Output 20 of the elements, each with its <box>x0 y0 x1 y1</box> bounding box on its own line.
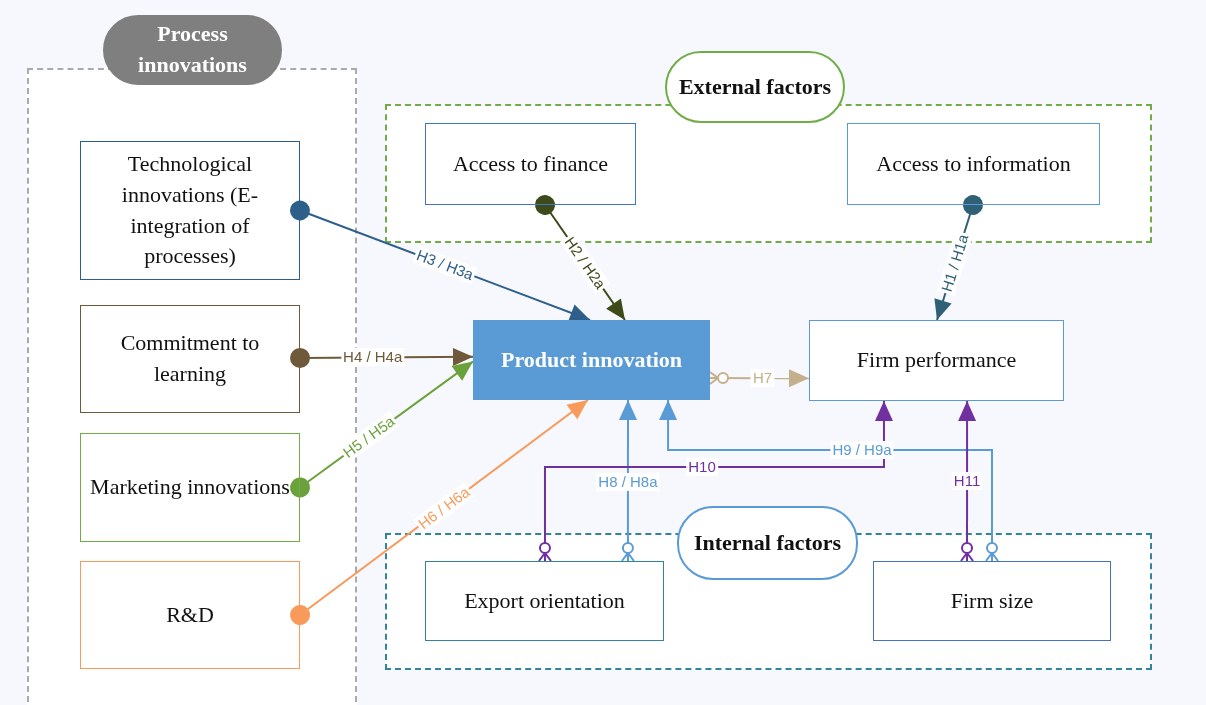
factor-box: Commitment to learning <box>80 305 300 413</box>
edge-label: H10 <box>686 458 718 476</box>
edge-label: H8 / H8a <box>596 473 660 492</box>
factor-box: Export orientation <box>425 561 664 641</box>
factor-box: Marketing innovations <box>80 433 300 542</box>
edge-label: H9 / H9a <box>830 441 894 459</box>
factor-box: Access to information <box>847 123 1100 205</box>
edge-label: H3 / H3a <box>412 245 478 285</box>
factor-box: Firm performance <box>809 320 1064 401</box>
group-title: Process innovations <box>103 15 282 85</box>
factor-box: R&D <box>80 561 300 669</box>
group-title: External factors <box>665 51 845 123</box>
factor-box: Firm size <box>873 561 1111 641</box>
edge-label: H7 <box>750 369 775 388</box>
edge-label: H11 <box>951 472 983 490</box>
factor-box: Product innovation <box>473 320 710 400</box>
group-title: Internal factors <box>677 506 858 580</box>
edge-label: H4 / H4a <box>341 348 405 367</box>
factor-box: Access to finance <box>425 123 636 205</box>
factor-box: Technological innovations (E-integration of processes) <box>80 141 300 280</box>
